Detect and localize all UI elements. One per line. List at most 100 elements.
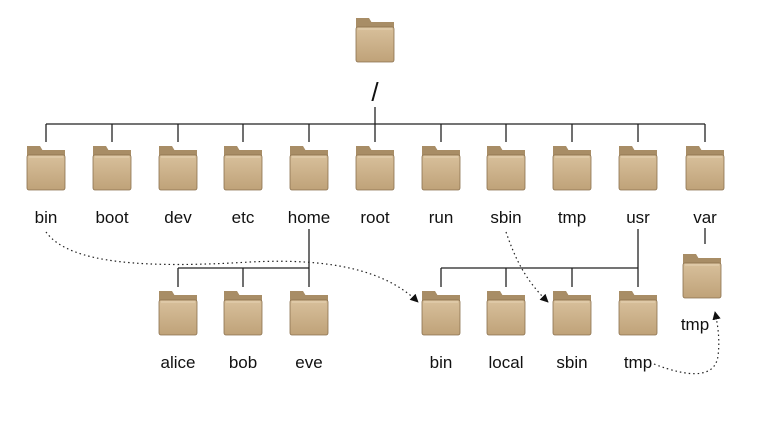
- usr-sbin-label: sbin: [556, 353, 587, 372]
- folder-body: [355, 154, 395, 191]
- folder-body: [421, 299, 461, 336]
- folder-back: [619, 295, 657, 303]
- usr-tmp-label: tmp: [624, 353, 652, 372]
- top-sbin-folder-icon[interactable]: [486, 146, 526, 191]
- folder-back: [487, 295, 525, 303]
- root-dir-folder-icon[interactable]: [355, 18, 395, 63]
- top-dev-label: dev: [164, 208, 192, 227]
- folder-tab: [290, 291, 306, 296]
- top-run-folder-icon[interactable]: [421, 146, 461, 191]
- folder-body: [26, 154, 66, 191]
- folder-body: [486, 154, 526, 191]
- folder-body: [158, 154, 198, 191]
- folder-back: [159, 150, 197, 158]
- folder-tab: [356, 146, 372, 151]
- top-boot-folder-icon[interactable]: [92, 146, 132, 191]
- usr-bin-folder-icon[interactable]: [421, 291, 461, 336]
- folder-back: [224, 150, 262, 158]
- top-etc-folder-icon[interactable]: [223, 146, 263, 191]
- folder-tab: [619, 291, 635, 296]
- folder-body: [618, 154, 658, 191]
- folder-tab: [487, 291, 503, 296]
- top-bin-folder-icon[interactable]: [26, 146, 66, 191]
- folder-back: [619, 150, 657, 158]
- folder-tab: [27, 146, 43, 151]
- home-eve-folder-icon[interactable]: [289, 291, 329, 336]
- folder-back: [553, 150, 591, 158]
- folder-back: [27, 150, 65, 158]
- folder-tab: [422, 291, 438, 296]
- usr-bin-label: bin: [430, 353, 453, 372]
- folder-body: [552, 299, 592, 336]
- folder-back: [356, 22, 394, 30]
- top-boot-label: boot: [95, 208, 128, 227]
- folder-back: [93, 150, 131, 158]
- symlink-arrows: [45, 231, 721, 375]
- top-root-folder-icon[interactable]: [355, 146, 395, 191]
- tree-connectors: [45, 107, 706, 287]
- top-usr-label: usr: [626, 208, 650, 227]
- folder-back: [290, 295, 328, 303]
- folder-body: [355, 26, 395, 63]
- usr-sbin-folder-icon[interactable]: [552, 291, 592, 336]
- top-run-label: run: [429, 208, 454, 227]
- folder-body: [618, 299, 658, 336]
- folder-back: [422, 150, 460, 158]
- var-tmp-label: tmp: [681, 315, 709, 334]
- folder-back: [487, 150, 525, 158]
- folder-body: [486, 299, 526, 336]
- folder-body: [158, 299, 198, 336]
- usr-local-label: local: [489, 353, 524, 372]
- folder-tab: [422, 146, 438, 151]
- folder-body: [685, 154, 725, 191]
- folder-tab: [553, 146, 569, 151]
- folder-tab: [487, 146, 503, 151]
- top-dev-folder-icon[interactable]: [158, 146, 198, 191]
- top-var-label: var: [693, 208, 717, 227]
- folder-body: [421, 154, 461, 191]
- folder-body: [289, 154, 329, 191]
- folder-body: [92, 154, 132, 191]
- folder-tab: [686, 146, 702, 151]
- folder-tab: [224, 291, 240, 296]
- folder-tab: [93, 146, 109, 151]
- folder-tab: [159, 291, 175, 296]
- folder-tab: [356, 18, 372, 23]
- symlink-sbin-to-usr-sbin: [505, 231, 549, 303]
- top-etc-label: etc: [232, 208, 255, 227]
- top-bin-label: bin: [35, 208, 58, 227]
- folder-tab: [159, 146, 175, 151]
- folder-body: [289, 299, 329, 336]
- symlink-bin-to-usr-bin: [45, 231, 419, 303]
- folder-back: [422, 295, 460, 303]
- folder-body: [223, 154, 263, 191]
- folder-tab: [290, 146, 306, 151]
- var-tmp-folder-icon[interactable]: [682, 254, 722, 299]
- folder-tab: [224, 146, 240, 151]
- top-tmp-folder-icon[interactable]: [552, 146, 592, 191]
- folder-back: [553, 295, 591, 303]
- top-tmp-label: tmp: [558, 208, 586, 227]
- folder-body: [682, 262, 722, 299]
- folder-back: [224, 295, 262, 303]
- root-dir-label: /: [371, 77, 379, 107]
- home-eve-label: eve: [295, 353, 322, 372]
- home-bob-folder-icon[interactable]: [223, 291, 263, 336]
- top-var-folder-icon[interactable]: [685, 146, 725, 191]
- folder-back: [290, 150, 328, 158]
- folder-body: [552, 154, 592, 191]
- folder-tab: [553, 291, 569, 296]
- usr-tmp-folder-icon[interactable]: [618, 291, 658, 336]
- folder-body: [223, 299, 263, 336]
- top-root-label: root: [360, 208, 390, 227]
- folder-back: [686, 150, 724, 158]
- symlink-usr-tmp-to-var-tmp: [653, 311, 721, 375]
- folder-back: [159, 295, 197, 303]
- home-alice-folder-icon[interactable]: [158, 291, 198, 336]
- usr-local-folder-icon[interactable]: [486, 291, 526, 336]
- folder-tab: [683, 254, 699, 259]
- top-usr-folder-icon[interactable]: [618, 146, 658, 191]
- top-home-folder-icon[interactable]: [289, 146, 329, 191]
- home-bob-label: bob: [229, 353, 257, 372]
